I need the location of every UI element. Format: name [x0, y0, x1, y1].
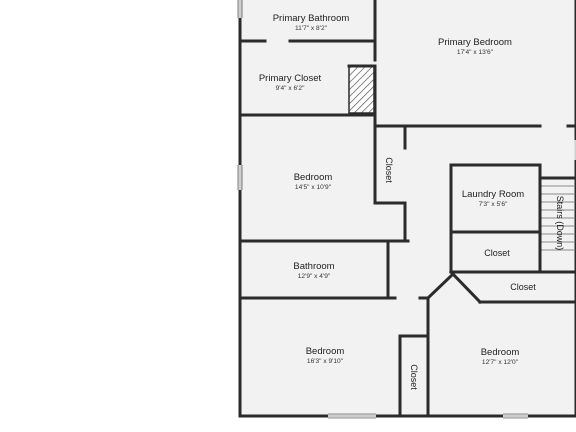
- closet-laundry-label: Closet: [484, 248, 510, 258]
- primary-closet-label: Primary Closet: [259, 73, 322, 84]
- floor-area: [240, 0, 576, 416]
- bedroom-se-dims: 12'7" x 12'0": [482, 359, 519, 366]
- hatched-chase: [348, 65, 375, 114]
- primary-bathroom-dims: 11'7" x 8'2": [295, 25, 328, 32]
- closet-sw-label: Closet: [409, 364, 419, 390]
- bathroom-dims: 12'9" x 4'9": [298, 273, 331, 280]
- laundry-room-label: Laundry Room: [462, 189, 524, 200]
- closet-mid-label: Closet: [384, 157, 394, 183]
- bedroom-sw-label: Bedroom: [306, 346, 345, 357]
- walls: [238, 0, 576, 418]
- stairs-treads: [541, 185, 574, 251]
- bedroom-mid-label: Bedroom: [294, 172, 333, 183]
- primary-bedroom-dims: 17'4" x 13'6": [457, 49, 494, 56]
- bedroom-sw-dims: 16'3" x 9'10": [307, 358, 344, 365]
- primary-bedroom-label: Primary Bedroom: [438, 37, 512, 48]
- primary-bathroom-label: Primary Bathroom: [273, 13, 350, 24]
- closet-hall-label: Closet: [510, 282, 536, 292]
- windows: [238, 0, 576, 418]
- window-ticks: [237, 0, 528, 419]
- bathroom-label: Bathroom: [293, 261, 334, 272]
- laundry-room-dims: 7'3" x 5'6": [479, 201, 508, 208]
- bedroom-se-label: Bedroom: [481, 347, 520, 358]
- primary-closet-dims: 9'4" x 6'2": [276, 85, 305, 92]
- stairs-label: Stairs (Down): [555, 196, 565, 251]
- bedroom-mid-dims: 14'5" x 10'9": [295, 184, 332, 191]
